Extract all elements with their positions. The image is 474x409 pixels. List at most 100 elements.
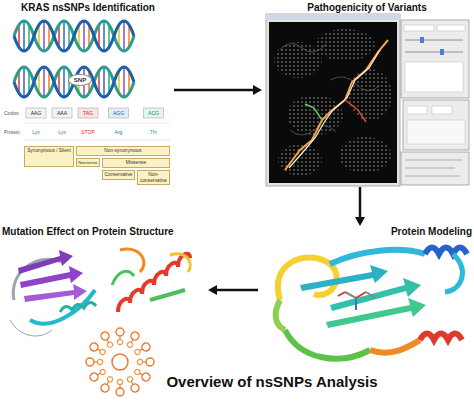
illustration-part (370, 340, 420, 353)
illustration-part (116, 379, 124, 396)
illustration-part (405, 160, 462, 161)
illustration-part (78, 108, 98, 118)
illustration-part (133, 342, 151, 357)
illustration-part (437, 25, 465, 31)
illustration-part (405, 168, 455, 169)
illustration-part (403, 100, 469, 150)
dna-helix (14, 21, 134, 51)
illustration-part (305, 104, 322, 120)
illustration-part (356, 292, 366, 298)
illustration-part (420, 37, 424, 43)
illustration-part (18, 250, 73, 274)
connector-line (174, 89, 254, 92)
illustration-part (269, 22, 397, 183)
table-cell: Lys (58, 129, 66, 135)
category-box: Synonymous / Silent (24, 146, 74, 167)
arrow-head (208, 285, 217, 295)
dna-helix-snp (14, 67, 134, 97)
table-cell: AAA (57, 110, 67, 116)
illustration-part (445, 254, 462, 292)
box-text: Non-conservative (139, 172, 168, 183)
illustration-part (440, 49, 444, 55)
illustration-part (125, 375, 140, 393)
table-cell: Arg (115, 129, 123, 135)
illustration-part (405, 62, 463, 92)
illustration-part (274, 42, 322, 78)
illustration-part (278, 257, 337, 300)
illustration-part (170, 254, 190, 272)
connector-line (359, 187, 362, 218)
connector-line (216, 289, 258, 292)
arrow-head (355, 217, 365, 226)
snp-marker: SNP (68, 74, 92, 86)
illustration-part (86, 328, 154, 396)
illustration-part (14, 21, 134, 51)
illustration-part (330, 250, 425, 264)
illustration-part (120, 249, 144, 272)
illustration-part (86, 358, 103, 366)
illustration-part (401, 152, 469, 185)
illustration-part (315, 29, 375, 61)
table-cell: TAG (83, 110, 93, 116)
illustration-part (109, 108, 129, 118)
illustration-part (266, 14, 400, 20)
table-cell: STOP (81, 129, 95, 135)
illustration-part (339, 137, 391, 173)
box-text: Conservative (104, 172, 133, 178)
illustration-part (133, 367, 151, 382)
illustration-part (89, 342, 107, 357)
box-text: Missense (104, 160, 168, 166)
illustration-part (348, 69, 392, 121)
illustration-part (266, 14, 400, 186)
illustration-part (24, 284, 87, 302)
category-box: Non-synonymous (76, 146, 170, 156)
panel-heading: Pathogenicity of Variants (262, 2, 472, 14)
illustration-part (24, 140, 170, 141)
illustration-part (285, 40, 388, 170)
illustration-part (405, 52, 463, 53)
table-cell: Thr (150, 129, 158, 135)
table-cell: Lys (32, 129, 40, 135)
illustration-part (285, 330, 370, 359)
illustration-part (276, 300, 285, 330)
illustration-part (425, 248, 467, 255)
category-box: Missense (102, 158, 170, 168)
illustration-part (407, 106, 427, 114)
illustration-part (300, 265, 388, 291)
illustration-part (355, 298, 357, 310)
illustration-part (100, 331, 115, 349)
table-cell: AGG (113, 110, 124, 116)
illustration-part (118, 254, 190, 312)
illustration-part (345, 292, 356, 298)
illustration-part (432, 106, 452, 114)
panel-pathogenicity: Pathogenicity of Variants (262, 2, 472, 187)
illustration-part (405, 40, 463, 41)
category-box: Nonsense (76, 158, 100, 167)
illustration-part (137, 358, 154, 366)
table-cell: AAG (31, 110, 42, 116)
codon-table (24, 108, 170, 140)
connector-arrow (208, 285, 258, 295)
illustration-part (289, 50, 380, 168)
illustration-part (26, 108, 46, 118)
box-text: Non-synonymous (78, 148, 168, 154)
illustration-part (60, 302, 96, 312)
illustration-part (405, 176, 460, 177)
density-map-screenshot (266, 14, 469, 186)
illustration-part (24, 123, 170, 124)
illustration-part (10, 320, 52, 336)
illustration-part (345, 100, 366, 122)
illustration-part (404, 25, 434, 31)
arrow-head (253, 85, 262, 95)
panel-heading: KRAS nsSNPs Identification (2, 2, 174, 14)
illustration-part (112, 354, 128, 370)
illustration-part (89, 367, 107, 382)
protein-ribbon-model (276, 248, 467, 359)
illustration-part (125, 331, 140, 349)
row-label: Protein (4, 129, 20, 135)
mutant-structure-ribbons (10, 249, 190, 396)
box-text: Nonsense (78, 160, 98, 165)
